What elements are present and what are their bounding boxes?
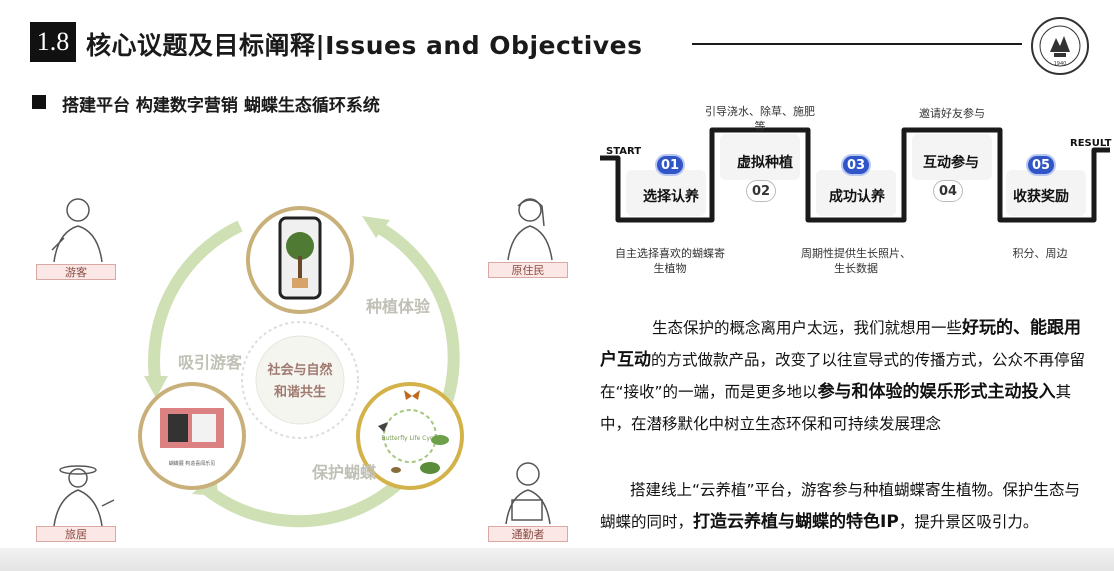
paragraph-2: 搭建线上“云养植”平台，游客参与种植蝴蝶寄生植物。保护生态与蝴蝶的同时，打造云养…: [600, 474, 1090, 538]
bottom-toolbar-strip: [0, 548, 1114, 571]
step-number-01: 01: [655, 154, 685, 176]
step-number-04: 04: [933, 180, 963, 202]
slide-title: 核心议题及目标阐释|Issues and Objectives: [86, 31, 643, 60]
paragraph-1-bold-a: 好玩的、能跟用户互动: [600, 318, 1082, 370]
butterfly-icon: [404, 390, 420, 400]
step-note-05: 积分、周边: [1012, 247, 1068, 260]
svg-text:1940: 1940: [1054, 61, 1067, 67]
tree-crown-icon: [286, 232, 314, 260]
label-attract-tourists: 吸引游客: [178, 353, 243, 372]
cycle-arrow-right: [373, 220, 460, 423]
paragraph-2-text-b: ，提升景区吸引力。: [898, 513, 1039, 531]
tourist-sketch-icon: [51, 198, 103, 263]
step-label-01: 选择认养: [643, 189, 699, 205]
subtitle-bullet: [32, 95, 46, 109]
step-label-02: 虚拟种植: [737, 155, 793, 171]
label-planting-experience: 种植体验: [365, 297, 431, 316]
person-tag-sojourner: 旅居: [36, 526, 116, 542]
section-number: 1.8: [30, 22, 76, 62]
start-label: START: [606, 146, 642, 157]
process-line: [600, 127, 1110, 223]
person-tag-tourist: 游客: [36, 264, 116, 280]
center-text-line1: 社会与自然: [266, 362, 332, 378]
cycle-arrowhead-left: [144, 376, 168, 398]
step-number-02: 02: [746, 180, 776, 202]
step-label-05: 收获奖励: [1013, 189, 1069, 205]
ecology-cycle-diagram: 社会与自然 和谐共生 蝴蝶展 构造喜闻乐见 Butterfly Life Cyc…: [138, 206, 464, 528]
process-track: [600, 127, 1110, 223]
leaf-icon: [431, 435, 449, 445]
sojourner-sketch-icon: [53, 465, 115, 527]
paragraph-2-bold-a: 打造云养植与蝴蝶的特色IP: [693, 512, 899, 532]
paragraph-1-text-c: 其中，在潜移默化中树立生态环保和可持续发展理念: [600, 383, 1072, 433]
step-number-05: 05: [1026, 154, 1056, 176]
center-text-line2: 和谐共生: [274, 384, 326, 400]
university-seal-icon: 1940: [1031, 17, 1089, 75]
person-tag-commuter: 通勤者: [488, 526, 568, 542]
result-label: RESULT: [1070, 138, 1112, 149]
step-note-02: 引导浇水、除草、施肥等: [705, 105, 815, 133]
label-protect-butterflies: 保护蝴蝶: [311, 463, 377, 482]
step-note-03: 周期性提供生长照片、生长数据: [801, 247, 911, 275]
commuter-sketch-icon: [505, 462, 551, 525]
paragraph-1: 生态保护的概念离用户太远，我们就想用一些好玩的、能跟用户互动的方式做款产品，改变…: [600, 312, 1090, 440]
butterfly-caption: Butterfly Life Cycle: [381, 435, 438, 442]
paragraph-2-text-a: 搭建线上“云养植”平台，游客参与种植蝴蝶寄生植物。保护生态与蝴蝶的同时，: [600, 481, 1081, 531]
step-label-03: 成功认养: [829, 189, 885, 205]
subtitle: 搭建平台 构建数字营销 蝴蝶生态循环系统: [62, 96, 380, 116]
step-note-04: 邀请好友参与: [919, 107, 985, 120]
paragraph-1-text-b: 的方式做款产品，改变了以往宣导式的传播方式，公众不再停留在“接收”的一端，而是更…: [600, 351, 1086, 401]
title-rule: [692, 43, 1022, 45]
person-tag-resident: 原住民: [488, 262, 568, 278]
step-label-04: 互动参与: [923, 155, 979, 171]
step-note-01: 自主选择喜欢的蝴蝶寄生植物: [615, 247, 725, 275]
caterpillar-icon: [378, 422, 388, 432]
cycle-arrow-bottom: [196, 467, 415, 528]
cycle-arrow-left: [148, 220, 243, 387]
photo-caption: 蝴蝶展 构造喜闻乐见: [169, 460, 216, 467]
cycle-arrowhead-right: [362, 216, 390, 238]
resident-sketch-icon: [507, 198, 553, 261]
paragraph-1-text-a: 生态保护的概念离用户太远，我们就想用一些: [652, 319, 963, 337]
paragraph-1-bold-b: 参与和体验的娱乐形式主动投入: [817, 382, 1056, 402]
step-number-03: 03: [841, 154, 871, 176]
